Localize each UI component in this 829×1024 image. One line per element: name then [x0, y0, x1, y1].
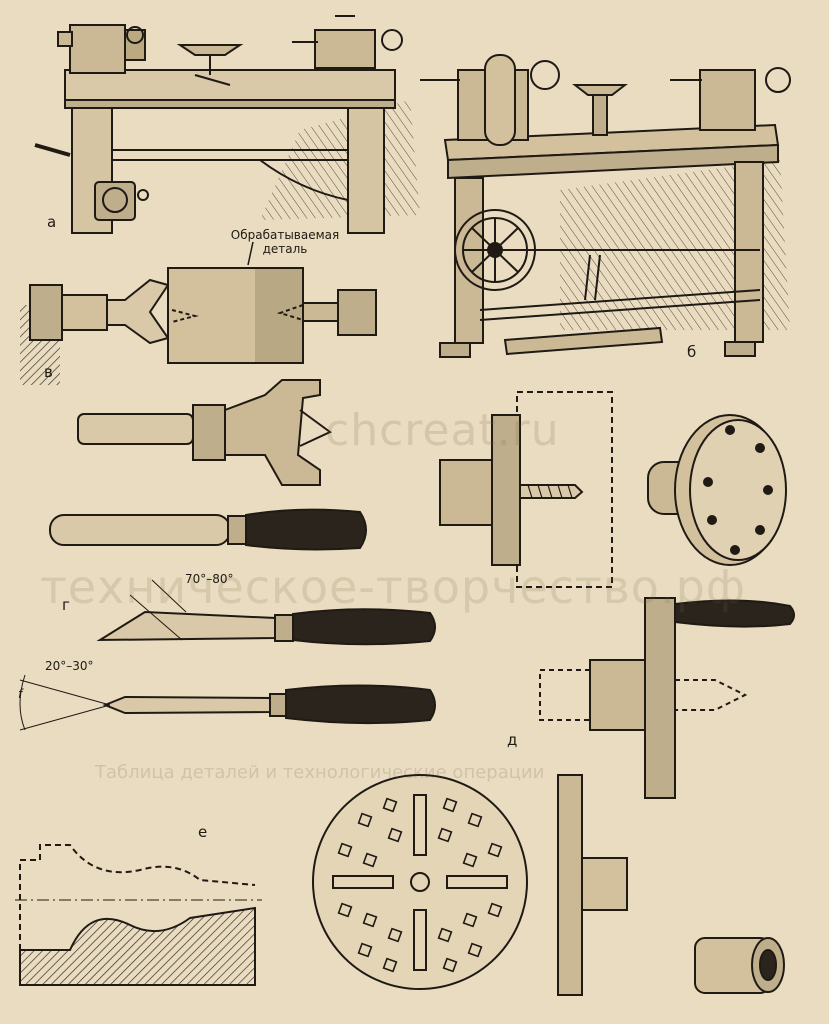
- figure-label-v: в: [44, 363, 53, 381]
- watermark-rf: техническое-творчество.рф: [40, 560, 747, 614]
- sleeve-drawing: [694, 937, 785, 994]
- spur-centre-drawing: [77, 379, 332, 486]
- faceplate-side-drawing: [557, 774, 628, 996]
- tail-centre-drawing: [539, 597, 795, 799]
- gouge-tool-drawing: [49, 508, 367, 551]
- figure-label-d: д: [507, 731, 518, 749]
- lathe-a-drawing: [34, 15, 420, 234]
- workpiece-v-drawing: [20, 241, 377, 385]
- figure-label-e: е: [198, 823, 208, 841]
- parting-tool-drawing: [19, 674, 436, 731]
- workpiece-caption-line1: Обрабатываемая: [230, 228, 340, 242]
- skew-chisel-drawing: [96, 579, 436, 646]
- screw-chuck-drawing: [439, 391, 613, 588]
- profile-section-drawing: [15, 844, 262, 986]
- perforated-disc-drawing: [312, 774, 528, 990]
- angle-label-bottom: 20°–30°: [45, 659, 94, 673]
- angle-label-top: 70°–80°: [185, 572, 234, 586]
- figure-label-g: г: [62, 596, 70, 614]
- figure-label-a: а: [47, 213, 57, 231]
- lathe-b-drawing: [420, 54, 791, 358]
- workpiece-caption: Обрабатываемая деталь: [205, 228, 365, 256]
- faint-heading: Таблица деталей и технологические операц…: [95, 762, 545, 783]
- figure-label-b: б: [687, 343, 697, 361]
- faceplate-drawing: [647, 414, 787, 566]
- workpiece-caption-line2: деталь: [262, 242, 308, 256]
- watermark-site: chcreat.ru: [325, 405, 560, 456]
- angle-symbol: f: [18, 687, 23, 701]
